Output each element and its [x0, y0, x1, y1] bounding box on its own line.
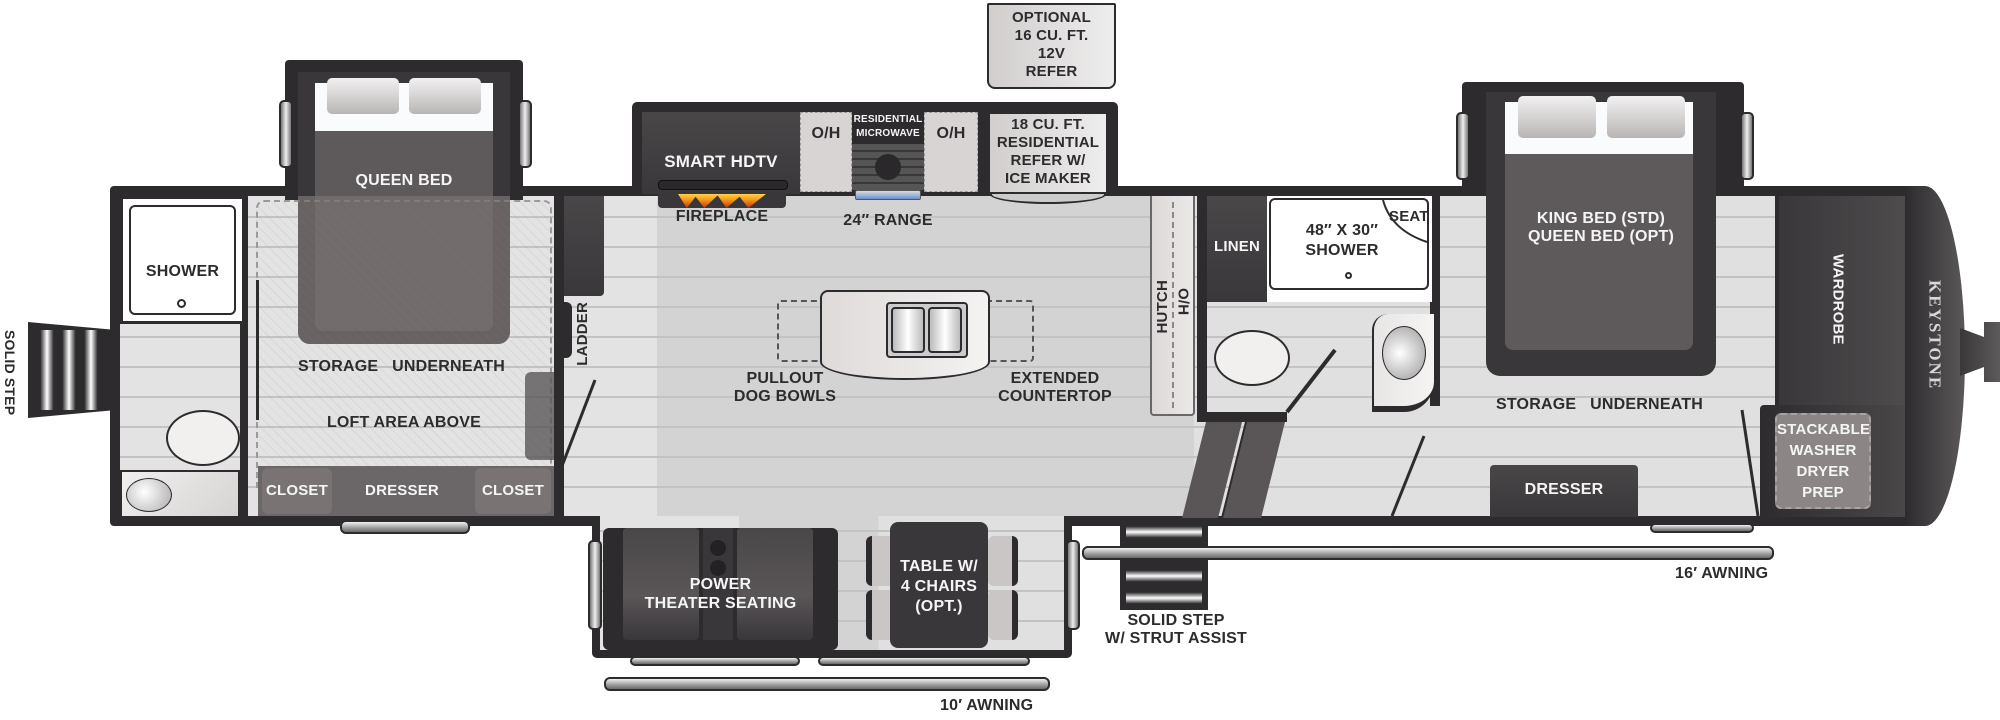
living-tall-cabinet	[564, 196, 604, 296]
rear-slide-window-left	[279, 100, 293, 168]
countertop-label: EXTENDED COUNTERTOP	[998, 370, 1112, 406]
rear-bed-pillow-left	[327, 78, 399, 114]
front-bath-wall-bottom	[1197, 412, 1287, 422]
linen-cabinet: LINEN	[1207, 196, 1267, 302]
front-bath-wall-left	[1197, 196, 1207, 422]
ladder-icon	[564, 302, 572, 358]
living-slide-window-bottom-right	[818, 656, 1030, 666]
entry-solid-step	[1120, 520, 1208, 610]
sink-icon	[1382, 326, 1426, 380]
rear-shower-label: SHOWER	[145, 263, 220, 280]
fire-icon	[678, 194, 766, 208]
rear-step-label: SOLID STEP	[2, 330, 19, 416]
living-slide-window-right	[1066, 540, 1080, 630]
front-bath-door	[1285, 348, 1337, 414]
theater-seating: POWER THEATER SEATING	[603, 528, 838, 650]
tv-label: SMART HDTV	[664, 152, 778, 171]
hutch-label: HUTCH	[1154, 280, 1171, 334]
living-slide-window-left	[588, 540, 602, 630]
rear-bed-pillow-right	[409, 78, 481, 114]
front-slide-window-left	[1456, 112, 1470, 180]
drain-icon	[1345, 272, 1352, 279]
range-label: 24″ RANGE	[843, 212, 933, 229]
front-slide-window-right	[1740, 112, 1754, 180]
rear-solid-step	[28, 322, 112, 418]
wardrobe: WARDROBE	[1775, 196, 1905, 406]
dinette-chair	[988, 590, 1018, 640]
front-dresser: DRESSER	[1490, 465, 1638, 517]
front-toilet	[1214, 330, 1290, 386]
front-side-window	[1650, 523, 1754, 533]
tv-cabinet: SMART HDTV	[642, 112, 800, 194]
rear-sink-counter	[120, 470, 240, 518]
front-bath-wall-right	[1430, 196, 1440, 406]
rear-bedroom-door	[560, 379, 597, 467]
dinette-table: TABLE W/ 4 CHAIRS (OPT.)	[890, 522, 988, 648]
microwave: RESIDENTIAL MICROWAVE	[852, 112, 924, 144]
rear-bed-divider	[256, 280, 259, 420]
wardrobe-label: WARDROBE	[1829, 254, 1847, 345]
range-oven-handle	[855, 190, 921, 200]
cupholder-icon	[710, 540, 726, 556]
rear-slide-window-right	[518, 100, 532, 168]
fireplace-label: FIREPLACE	[675, 208, 769, 225]
tv-icon	[658, 180, 788, 190]
shower-seat-label: SEAT	[1389, 208, 1429, 225]
rear-bath-wall	[240, 196, 248, 516]
range-stovetop	[852, 144, 924, 190]
front-bed-pillow-left	[1518, 96, 1596, 138]
kitchen-island	[820, 290, 990, 380]
fireplace	[658, 194, 786, 208]
front-bed-mattress	[1505, 154, 1693, 350]
pullout-dog-bowls-outline	[777, 300, 829, 362]
loft-label: LOFT AREA ABOVE	[326, 414, 482, 431]
rear-bedroom-partition	[554, 196, 564, 516]
overhead-cabinet-right: O/H	[924, 112, 978, 192]
rear-shower: SHOWER	[120, 196, 245, 324]
front-vanity	[1372, 314, 1434, 412]
burner-icon	[875, 154, 901, 180]
rear-closet-right: CLOSET	[475, 468, 551, 514]
entry-step-label: SOLID STEP W/ STRUT ASSIST	[1105, 612, 1247, 648]
drain-icon	[177, 299, 186, 308]
residential-refer: 18 CU. FT. RESIDENTIAL REFER W/ ICE MAKE…	[988, 112, 1108, 194]
cupholder-icon	[710, 560, 726, 576]
awning-10ft-label: 10′ AWNING	[940, 697, 1034, 714]
front-shower: SEAT 48″ X 30″ SHOWER	[1267, 196, 1432, 302]
double-sink-icon	[886, 302, 968, 358]
washer-dryer-prep: STACKABLE WASHER DRYER PREP	[1775, 413, 1871, 509]
brand-logo: KEYSTONE	[1925, 280, 1945, 391]
awning-16ft	[1082, 546, 1774, 560]
front-bedroom-door	[1390, 435, 1426, 517]
rear-storage-label: STORAGE UNDERNEATH	[298, 358, 505, 375]
wardrobe-door	[1740, 409, 1760, 517]
rear-closet-left: CLOSET	[262, 468, 332, 514]
extended-countertop-outline	[986, 300, 1034, 362]
loft-bed-shadow	[298, 196, 510, 344]
hutch-oh-label: O/H	[1174, 288, 1192, 316]
awning-16ft-label: 16′ AWNING	[1675, 565, 1769, 582]
hutch: HUTCH O/H	[1150, 196, 1195, 416]
overhead-cabinet-left: O/H	[800, 112, 852, 192]
shower-seat	[1382, 199, 1428, 243]
front-bed-label: KING BED (STD) QUEEN BED (OPT)	[1527, 210, 1675, 246]
rear-bed-label: QUEEN BED	[355, 172, 453, 189]
rear-toilet	[166, 410, 240, 466]
optional-refer: OPTIONAL 16 CU. FT. 12V REFER	[987, 3, 1116, 89]
dog-bowls-label: PULLOUT DOG BOWLS	[733, 370, 837, 406]
rear-dresser: DRESSER	[365, 482, 439, 499]
awning-10ft	[604, 677, 1050, 691]
living-slide-window-bottom-left	[630, 656, 800, 666]
front-bed-pillow-right	[1607, 96, 1685, 138]
washer-dryer-cabinet: STACKABLE WASHER DRYER PREP	[1760, 405, 1905, 517]
hitch	[1960, 322, 2000, 382]
rear-side-window	[340, 520, 470, 534]
dinette-chair	[988, 536, 1018, 586]
front-storage-label: STORAGE UNDERNEATH	[1496, 396, 1703, 413]
ladder-label: LADDER	[574, 302, 591, 366]
